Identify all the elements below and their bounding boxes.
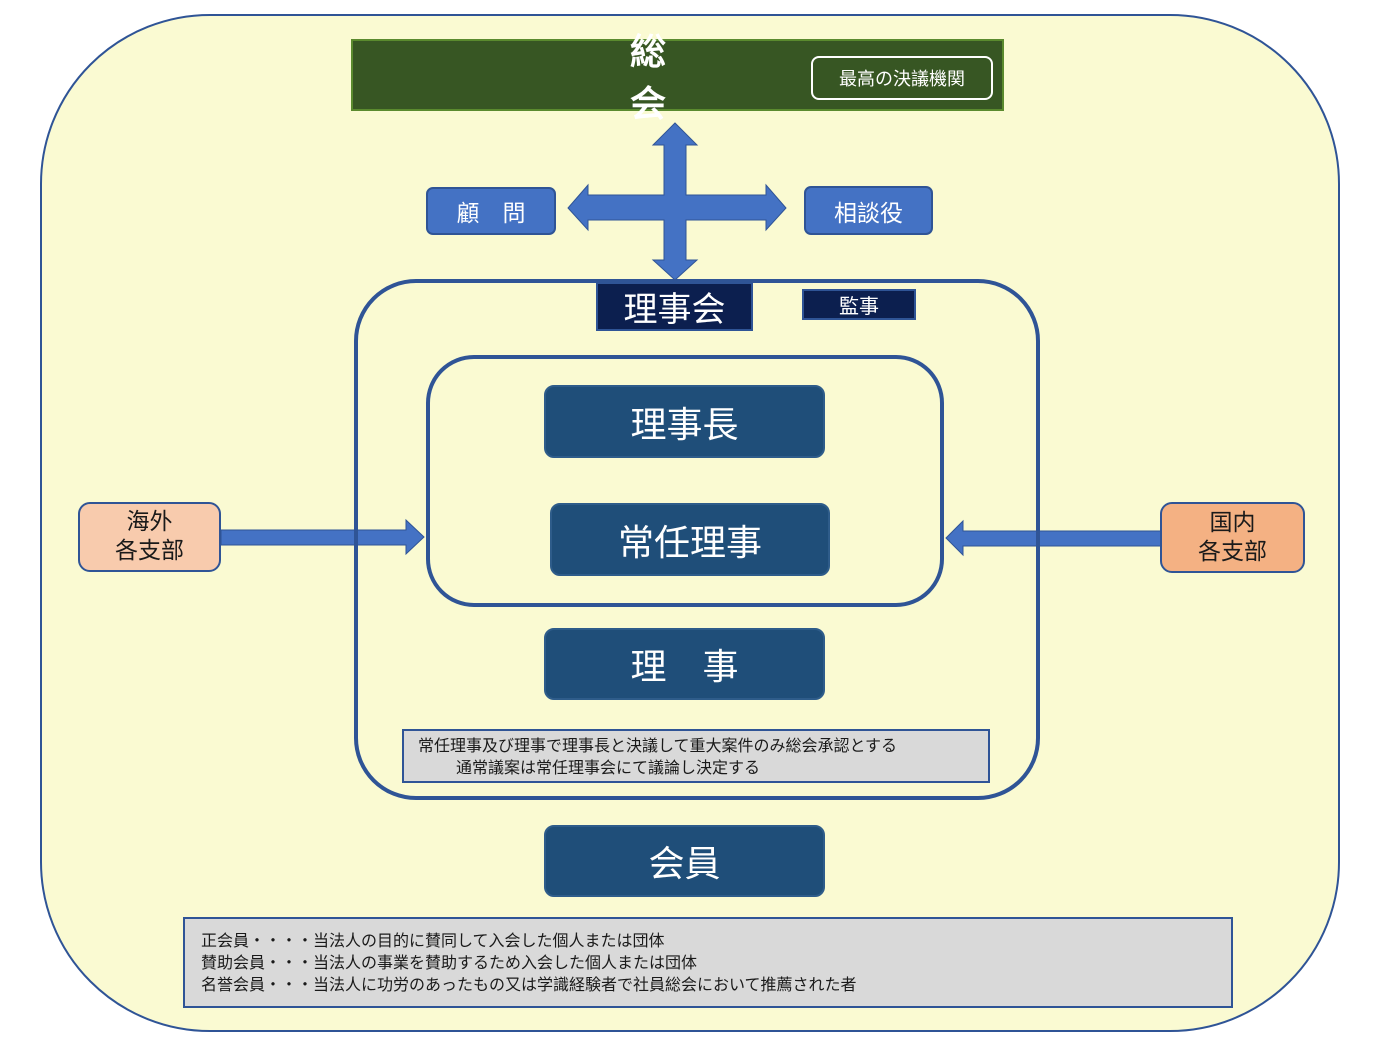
domestic-arrow — [945, 519, 1162, 557]
domestic-branches-box: 国内 各支部 — [1160, 502, 1305, 573]
managing-director-box: 常任理事 — [550, 503, 830, 576]
board-note-line: 通常議案は常任理事会にて議論し決定する — [456, 758, 761, 777]
consultant-label: 相談役 — [834, 200, 903, 227]
member-note-line: 正会員・・・・当法人の目的に賛同して入会した個人または団体 — [201, 931, 665, 950]
members-box: 会員 — [544, 825, 825, 897]
general-assembly-note: 最高の決議機関 — [811, 56, 993, 100]
members-label: 会員 — [648, 844, 721, 885]
member-note-line: 賛助会員・・・当法人の事業を賛助するため入会した個人または団体 — [201, 953, 698, 972]
director-box: 理 事 — [544, 628, 825, 700]
advisor-label: 顧 問 — [456, 201, 526, 227]
managing-director-label: 常任理事 — [617, 522, 762, 564]
overseas-branches-box: 海外 各支部 — [78, 502, 221, 572]
domestic-branches-line: 各支部 — [1198, 538, 1267, 565]
overseas-branches-line: 各支部 — [115, 538, 184, 564]
chairman-label: 理事長 — [630, 404, 739, 446]
consultant-box: 相談役 — [804, 186, 933, 235]
overseas-arrow — [220, 518, 425, 556]
advisor-box: 顧 問 — [426, 187, 556, 235]
board-frame — [354, 279, 1040, 800]
board-title: 理事会 — [596, 282, 753, 331]
board-title-text: 理事会 — [623, 290, 726, 330]
director-label: 理 事 — [630, 647, 739, 688]
chairman-box: 理事長 — [544, 385, 825, 458]
board-note-line: 常任理事及び理事で理事長と決議して重大案件のみ総会承認とする — [418, 736, 898, 755]
executive-frame — [426, 355, 944, 607]
cross-arrow — [567, 122, 787, 281]
auditor-box: 監事 — [802, 289, 916, 320]
board-note: 常任理事及び理事で理事長と決議して重大案件のみ総会承認とする 通常議案は常任理事… — [402, 729, 990, 783]
auditor-label: 監事 — [839, 294, 879, 318]
member-note-line: 名誉会員・・・当法人に功労のあったもの又は学識経験者で社員総会において推薦された… — [201, 975, 857, 994]
overseas-branches-line: 海外 — [126, 509, 173, 535]
domestic-branches-line: 国内 — [1209, 509, 1256, 536]
member-notes: 正会員・・・・当法人の目的に賛同して入会した個人または団体 賛助会員・・・当法人… — [183, 917, 1233, 1008]
